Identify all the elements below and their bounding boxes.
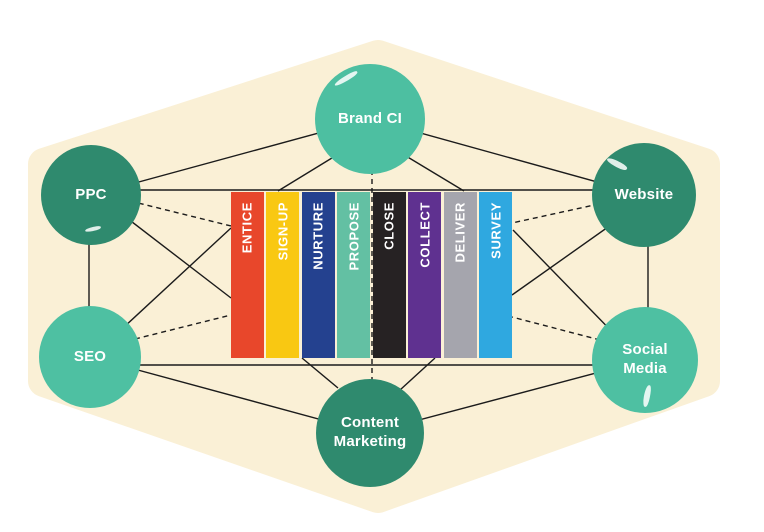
stage-propose: PROPOSE — [337, 192, 371, 358]
stage-collect: COLLECT — [408, 192, 442, 358]
stage-nurture-label: NURTURE — [310, 202, 326, 270]
edge-website-funnel-top-dashed — [511, 201, 609, 224]
dashed-lines — [129, 170, 609, 388]
stage-close-label: CLOSE — [381, 202, 397, 250]
stage-survey-label: SURVEY — [488, 202, 504, 259]
stage-propose-label: PROPOSE — [346, 202, 362, 271]
node-website: Website — [592, 143, 696, 247]
node-seo-label: SEO — [73, 347, 107, 365]
stage-deliver: DELIVER — [443, 192, 477, 358]
edge-socialmedia-funnel-bottom-dashed — [511, 316, 601, 341]
brush-mark — [84, 225, 102, 233]
stage-survey: SURVEY — [479, 192, 512, 358]
stage-signup-label: SIGN-UP — [275, 202, 291, 261]
stage-entice: ENTICE — [231, 192, 264, 358]
stage-close: CLOSE — [372, 192, 406, 358]
node-social-media-label: Social Media — [622, 341, 668, 377]
edge-content-funnel-left — [301, 357, 339, 389]
funnel-stages: ENTICE SIGN-UP NURTURE PROPOSE CLOSE COL… — [231, 192, 512, 358]
node-ppc-label: PPC — [75, 185, 107, 203]
node-social-media: Social Media — [592, 307, 698, 413]
node-website-label: Website — [614, 185, 674, 203]
brush-mark — [605, 156, 629, 172]
node-ppc: PPC — [41, 145, 141, 245]
stage-nurture: NURTURE — [301, 192, 335, 358]
edge-seo-funnel-top — [109, 227, 232, 341]
node-brand-ci-label: Brand CI — [337, 109, 403, 127]
stage-collect-label: COLLECT — [417, 202, 433, 268]
brush-mark — [642, 384, 652, 408]
stage-entice-label: ENTICE — [239, 202, 255, 254]
stage-signup: SIGN-UP — [266, 192, 300, 358]
node-content-marketing: Content Marketing — [316, 379, 424, 487]
stage-deliver-label: DELIVER — [452, 202, 468, 263]
node-content-marketing-label: Content Marketing — [333, 414, 407, 450]
node-seo: SEO — [39, 306, 141, 408]
edge-seo-funnel-bottom-dashed — [134, 314, 232, 340]
edge-content-funnel-right — [399, 357, 436, 391]
node-brand-ci: Brand CI — [315, 64, 425, 174]
